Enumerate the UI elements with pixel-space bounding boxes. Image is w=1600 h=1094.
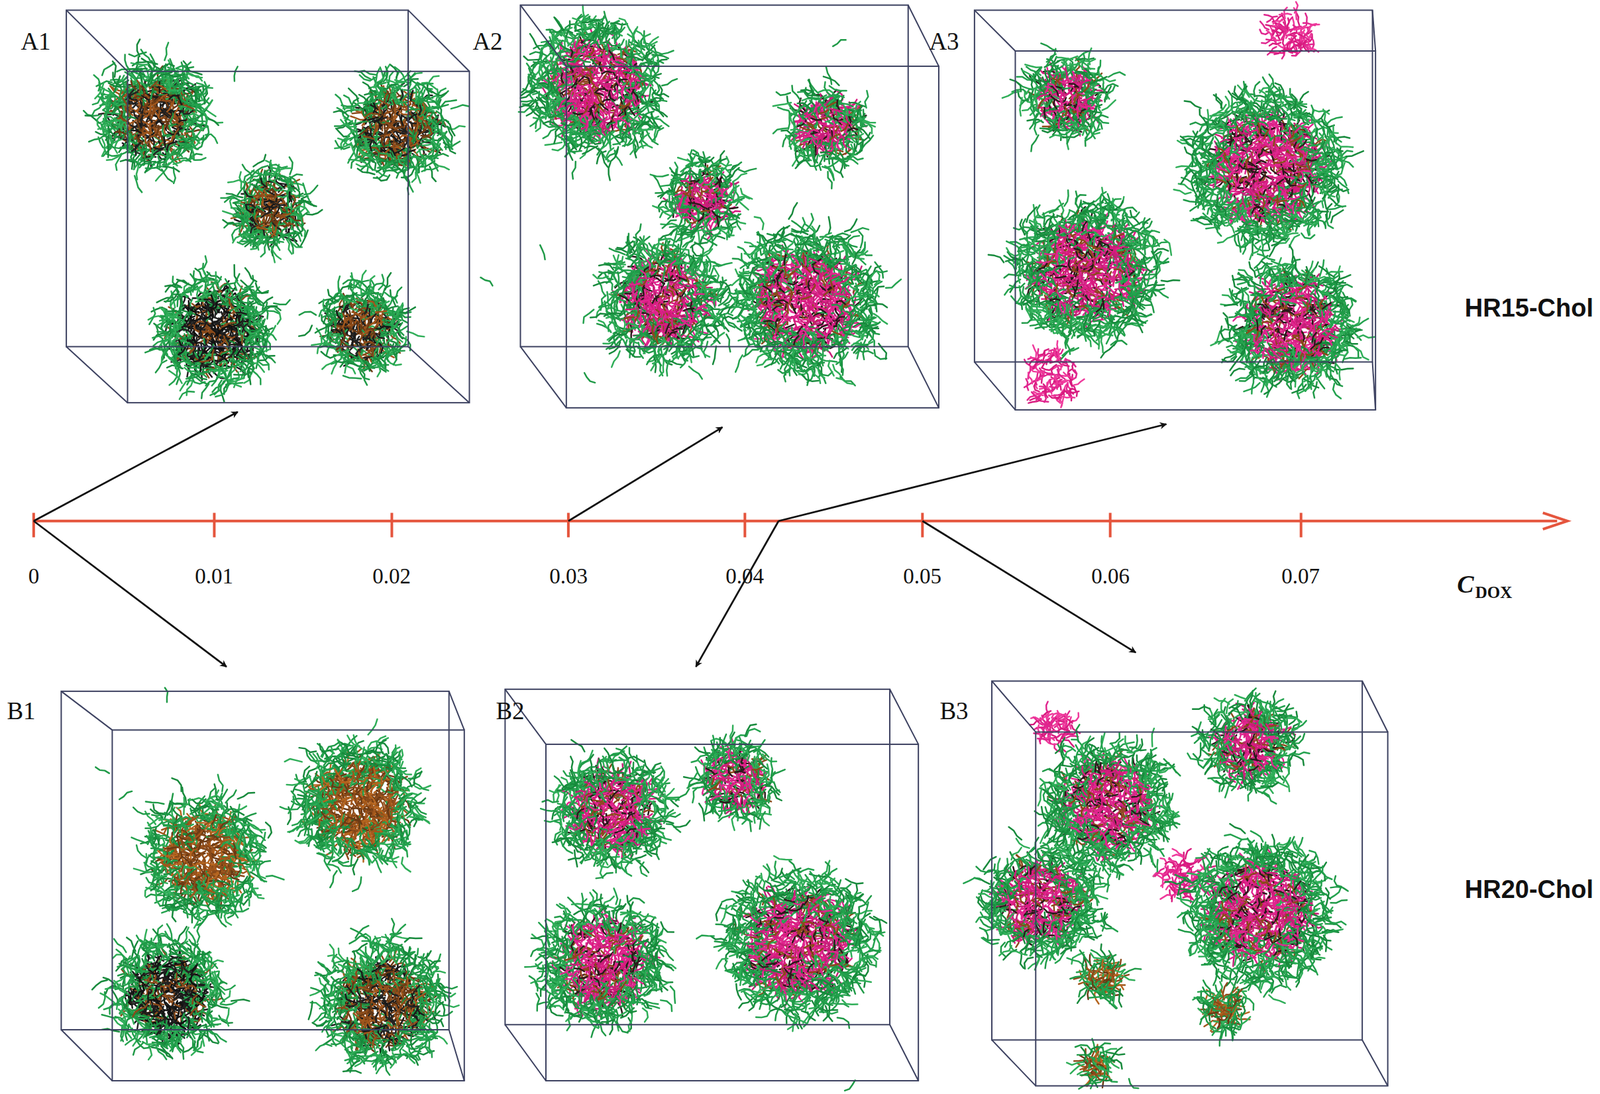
polymer-strand — [134, 175, 142, 193]
polymer-strand — [196, 126, 209, 138]
polymer-strand — [94, 74, 101, 91]
polymer-strand — [161, 169, 173, 183]
polymer-strand — [335, 128, 350, 137]
polymer-strand — [159, 82, 160, 93]
polymer-strand — [451, 104, 469, 109]
polymer-strand — [239, 172, 242, 189]
polymer-strand — [164, 137, 166, 148]
polymer-strand — [416, 86, 417, 104]
micelle-snapshots — [83, 1, 1375, 1092]
polymer-strand — [125, 54, 130, 71]
polymer-strand — [289, 157, 293, 175]
micelle — [333, 64, 470, 195]
polymer-strand — [164, 42, 169, 61]
micelle — [83, 39, 223, 193]
micelle — [145, 256, 291, 403]
polymer-strand — [384, 124, 385, 135]
polymer-strand — [350, 116, 366, 120]
polymer-strand — [431, 104, 448, 108]
micelle — [220, 155, 322, 264]
polymer-strand — [253, 155, 266, 167]
polymer-strand — [422, 143, 438, 146]
